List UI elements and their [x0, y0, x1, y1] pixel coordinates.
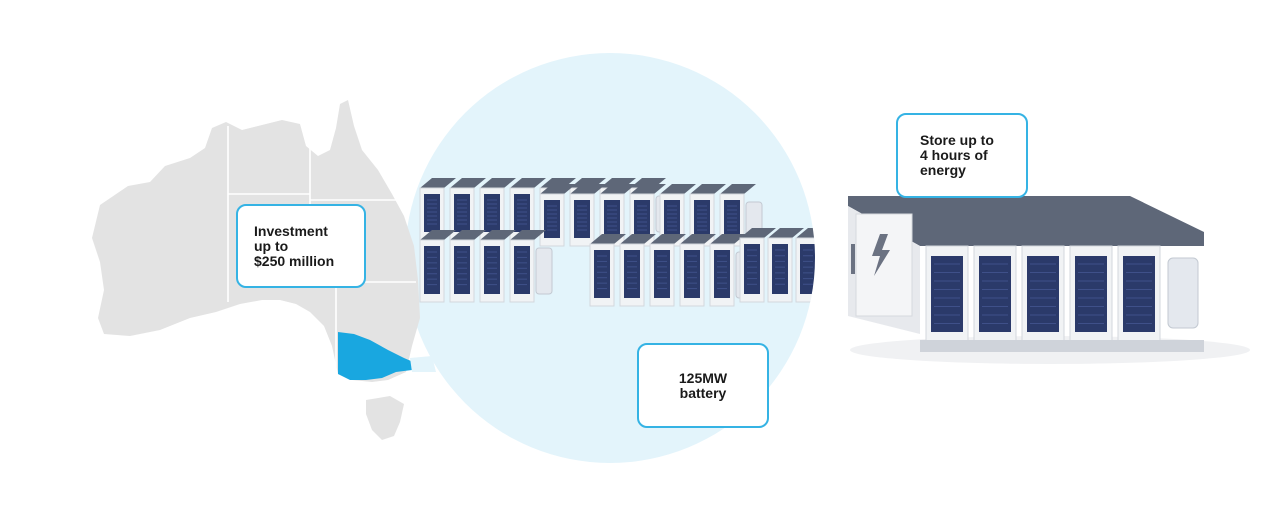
cabinet-panel: [772, 244, 788, 294]
door-lightning: [855, 213, 913, 317]
battery-cabinet: [795, 228, 838, 303]
battery-cabinet: [649, 234, 686, 307]
cabinet-roof: [600, 184, 636, 194]
module-panel: [1123, 256, 1155, 332]
cabinet-panel: [624, 250, 640, 298]
battery-cabinet: [589, 234, 626, 307]
cabinet-panel: [594, 250, 610, 298]
battery-cabinet: [539, 184, 576, 247]
cabinet-roof: [768, 228, 804, 238]
callout-battery-line2: battery: [679, 384, 727, 401]
cabinet-roof: [630, 184, 666, 194]
module-panel: [931, 256, 963, 332]
callout-investment: Investment up to $250 million: [236, 204, 366, 288]
battery-icon: [535, 247, 553, 295]
battery-cabinet: [449, 230, 486, 303]
cabinet-roof: [420, 230, 456, 240]
battery-cabinet: [479, 230, 516, 303]
callout-storage-duration: Store up to 4 hours of energy: [896, 113, 1028, 198]
cabinet-roof: [710, 234, 746, 244]
callout-investment-line1: Investment: [254, 222, 328, 239]
cabinet-roof: [510, 178, 546, 188]
callout-investment-line2: up to: [254, 237, 289, 254]
cabinet-panel: [424, 246, 440, 294]
callout-investment-line3: $250 million: [254, 252, 335, 269]
cabinet-roof: [740, 228, 776, 238]
cabinet-roof: [450, 178, 486, 188]
module-panel: [1027, 256, 1059, 332]
tasmania: [366, 396, 404, 440]
cabinet-panel: [744, 244, 760, 294]
callout-storage-line3: energy: [920, 162, 966, 178]
battery-cabinet: [679, 234, 716, 307]
cabinet-panel: [800, 244, 815, 294]
cabinet-panel: [484, 246, 500, 294]
battery-cabinet: [569, 184, 606, 247]
cabinet-roof: [540, 184, 576, 194]
battery-module: [848, 196, 1250, 364]
door-handle: [851, 244, 855, 274]
cabinet-roof: [450, 230, 486, 240]
battery-icon: [1167, 257, 1199, 329]
battery-cabinet: [509, 230, 553, 303]
cabinet-roof: [420, 178, 456, 188]
cabinet-roof: [510, 230, 546, 240]
battery-cabinet: [767, 228, 804, 303]
cabinet-panel: [454, 246, 470, 294]
battery-cabinet: [419, 178, 456, 241]
cabinet-roof: [660, 184, 696, 194]
cabinet-roof: [650, 234, 686, 244]
cabinet-panel: [654, 250, 670, 298]
module-top: [848, 196, 1204, 246]
cabinet-roof: [620, 234, 656, 244]
cabinet-panel: [684, 250, 700, 298]
callout-storage-line1: Store up to: [920, 132, 994, 148]
module-panel: [979, 256, 1011, 332]
cabinet-roof: [480, 178, 516, 188]
cabinet-roof: [590, 234, 626, 244]
battery-icon: [822, 246, 838, 294]
zoom-connector: [410, 356, 436, 372]
battery-cabinet: [419, 230, 456, 303]
lightning-bolt-icon: [872, 234, 890, 276]
module-cabinets: [925, 245, 1199, 343]
cabinet-roof: [680, 234, 716, 244]
cabinet-panel: [714, 250, 730, 298]
module-base: [920, 340, 1204, 352]
callout-storage-line2: 4 hours of: [920, 147, 988, 163]
cabinet-roof: [720, 184, 756, 194]
cabinet-roof: [570, 184, 606, 194]
callout-battery-line1: 125MW: [678, 369, 728, 386]
battery-cabinet: [739, 228, 776, 303]
battery-array: [419, 178, 838, 307]
cabinet-roof: [690, 184, 726, 194]
module-panel: [1075, 256, 1107, 332]
cabinet-panel: [514, 246, 530, 294]
victoria-highlight: [338, 332, 418, 380]
cabinet-roof: [480, 230, 516, 240]
battery-cabinet: [619, 234, 656, 307]
callout-battery-capacity: 125MW battery: [637, 343, 769, 428]
